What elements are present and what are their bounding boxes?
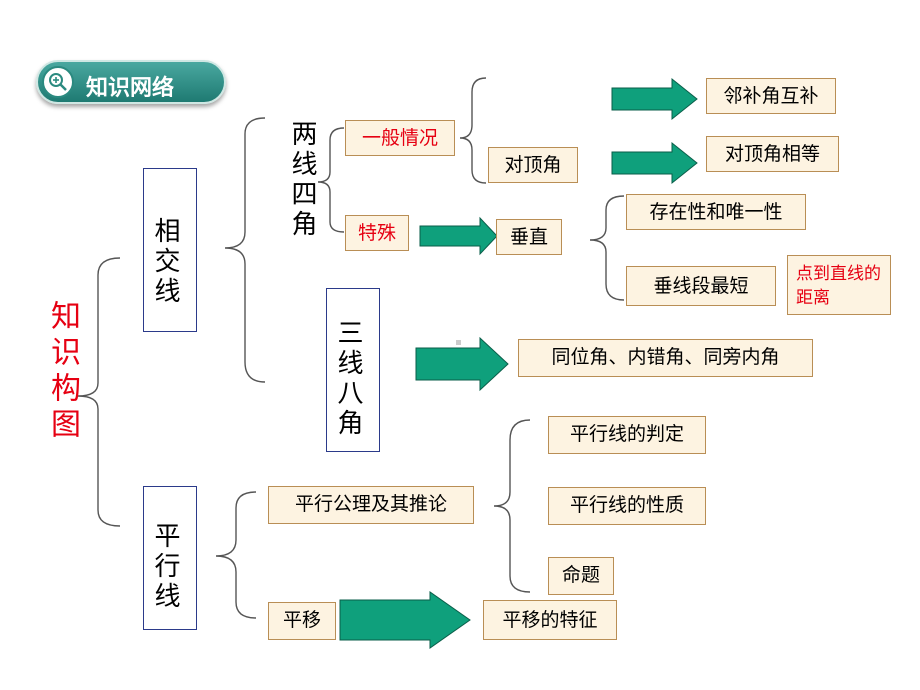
node-parallel-criteria: 平行线的判定 (548, 416, 706, 454)
branch-parallel: 平行线 (143, 486, 197, 630)
axiom-brace (493, 419, 531, 593)
intersecting-brace (224, 117, 266, 383)
arrow-to-angle-types (415, 336, 509, 392)
arrow-to-supplementary (611, 77, 698, 121)
small-marker (456, 340, 461, 345)
node-parallel-properties: 平行线的性质 (548, 487, 706, 525)
parallel-brace (215, 491, 257, 619)
branch-intersecting: 相交线 (143, 168, 197, 332)
node-special: 特殊 (345, 215, 409, 251)
node-supplementary-adjacent: 邻补角互补 (706, 78, 836, 114)
arrow-to-translation-features (339, 591, 471, 649)
node-shortest-perpendicular: 垂线段最短 (626, 266, 776, 306)
node-parallel-axiom: 平行公理及其推论 (268, 486, 474, 524)
node-translation-features: 平移的特征 (483, 600, 617, 640)
two-lines-brace (317, 127, 345, 233)
zoom-icon (42, 66, 74, 98)
two-lines-four-angles: 两线四角 (287, 120, 317, 240)
node-distance-note: 点到直线的距离 (787, 255, 891, 315)
arrow-to-vertical-equal (611, 141, 698, 185)
root-label: 知识构图 (45, 300, 80, 444)
node-angle-types: 同位角、内错角、同旁内角 (518, 339, 813, 377)
node-translation: 平移 (268, 602, 336, 640)
node-vertical-angles: 对顶角 (488, 147, 578, 183)
arrow-to-perpendicular (419, 216, 498, 256)
node-perpendicular: 垂直 (496, 219, 562, 255)
node-proposition: 命题 (548, 557, 614, 595)
node-existence-uniqueness: 存在性和唯一性 (626, 194, 806, 230)
section-title: 知识网络 (86, 76, 175, 101)
node-general-case: 一般情况 (345, 120, 455, 156)
three-lines-eight-angles: 三线八角 (326, 288, 380, 452)
section-badge: 知识网络 (36, 60, 226, 104)
node-vertical-equal: 对顶角相等 (706, 136, 839, 172)
perpendicular-brace (589, 195, 625, 301)
root-brace (77, 257, 121, 527)
general-case-brace (459, 77, 487, 184)
